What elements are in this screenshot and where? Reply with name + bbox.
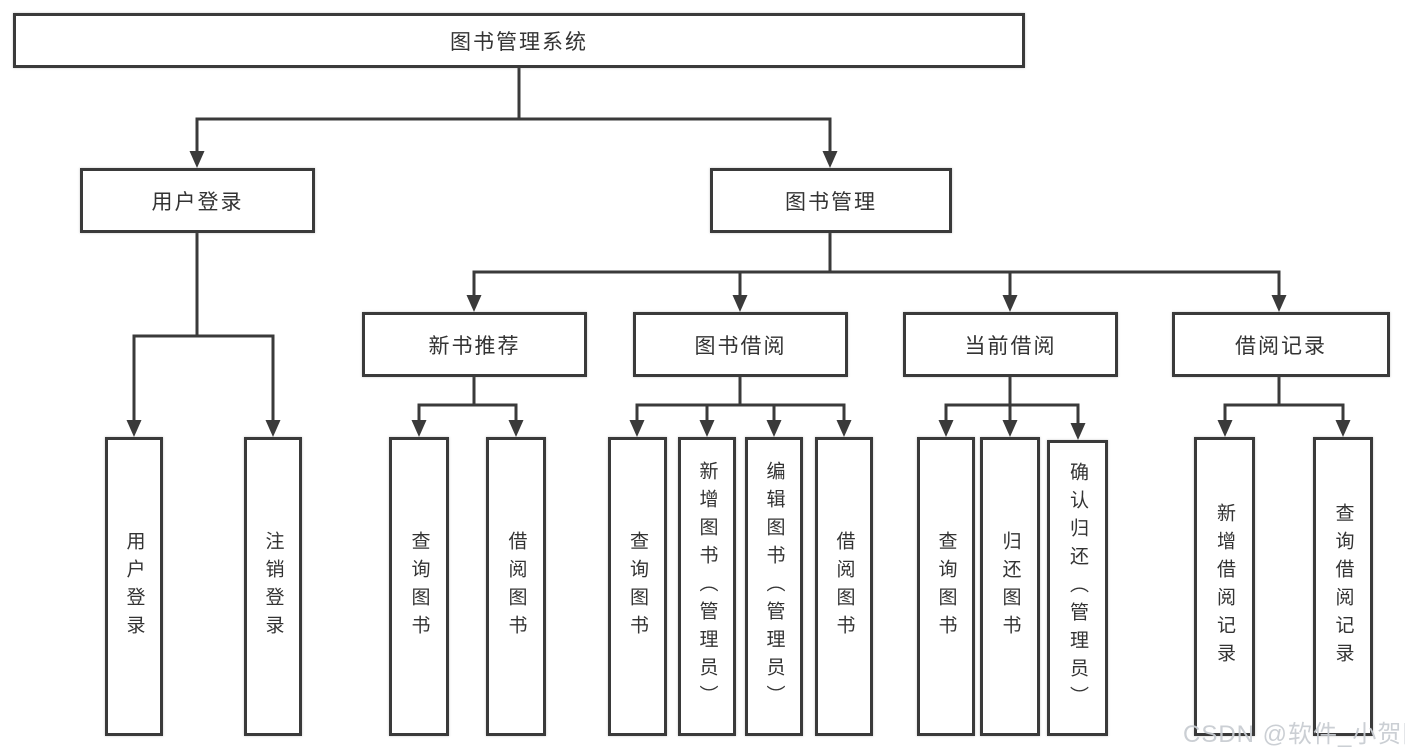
node-new-book-recommend: 新书推荐	[362, 312, 587, 377]
arrow-down-icon	[1335, 420, 1351, 437]
leaf-query-books-borrow: 查询图书	[608, 437, 667, 736]
connector-records-to-leaves	[1223, 375, 1345, 423]
node-label: 新书推荐	[428, 334, 521, 358]
leaf-add-borrow-record: 新增借阅记录	[1194, 437, 1255, 736]
connector-newbook-to-leaves	[417, 375, 518, 423]
node-label: 确认归还（管理员）	[1067, 462, 1088, 714]
node-label: 编辑图书（管理员）	[763, 460, 785, 713]
node-label: 用户登录	[123, 530, 145, 643]
node-current-borrow: 当前借阅	[903, 312, 1118, 377]
arrow-down-icon	[766, 420, 782, 437]
leaf-borrow-books-recommend: 借阅图书	[486, 437, 546, 736]
node-user-login: 用户登录	[80, 168, 315, 233]
leaf-borrow-books: 借阅图书	[815, 437, 873, 736]
node-label: 当前借阅	[964, 334, 1057, 358]
leaf-query-borrow-record: 查询借阅记录	[1313, 437, 1373, 736]
node-label: 借阅记录	[1235, 334, 1327, 358]
arrow-down-icon	[1070, 423, 1086, 440]
leaf-user-login: 用户登录	[105, 437, 163, 736]
node-label: 归还图书	[999, 530, 1021, 643]
node-label: 新增借阅记录	[1214, 502, 1235, 671]
connector-borrow-to-leaves	[635, 375, 846, 423]
arrow-down-icon	[836, 420, 852, 437]
node-label: 注销登录	[262, 530, 284, 643]
node-book-management: 图书管理	[710, 168, 952, 233]
arrow-down-icon	[508, 420, 524, 437]
leaf-query-books-recommend: 查询图书	[389, 437, 449, 736]
arrow-down-icon	[938, 420, 954, 437]
leaf-query-books-current: 查询图书	[917, 437, 975, 736]
arrow-down-icon	[126, 420, 142, 437]
arrow-down-icon	[189, 151, 205, 168]
node-library-management-system: 图书管理系统	[13, 13, 1025, 68]
node-label: 查询图书	[408, 530, 430, 643]
arrow-down-icon	[411, 420, 427, 437]
connector-bookmgmt-to-level3	[472, 231, 1281, 298]
node-label: 查询图书	[627, 530, 648, 643]
node-label: 新增图书（管理员）	[696, 460, 718, 713]
leaf-return-book: 归还图书	[980, 437, 1040, 736]
arrow-down-icon	[265, 420, 281, 437]
arrow-down-icon	[732, 295, 748, 312]
node-label: 用户登录	[151, 190, 244, 214]
connector-current-to-leaves	[944, 375, 1080, 426]
node-label: 图书借阅	[694, 334, 787, 358]
arrow-down-icon	[466, 295, 482, 312]
connector-userlogin-to-leaves	[132, 231, 275, 423]
node-label: 图书管理	[785, 190, 877, 214]
node-label: 查询图书	[935, 530, 957, 643]
leaf-edit-book-admin: 编辑图书（管理员）	[745, 437, 803, 736]
node-label: 查询借阅记录	[1332, 502, 1354, 671]
leaf-logout: 注销登录	[244, 437, 302, 736]
arrow-down-icon	[1271, 295, 1287, 312]
arrow-down-icon	[699, 420, 715, 437]
node-book-borrow: 图书借阅	[633, 312, 848, 377]
node-label: 图书管理系统	[450, 30, 588, 54]
node-borrow-records: 借阅记录	[1172, 312, 1390, 377]
arrow-down-icon	[1002, 420, 1018, 437]
leaf-confirm-return-admin: 确认归还（管理员）	[1047, 440, 1108, 736]
arrow-down-icon	[1002, 295, 1018, 312]
arrow-down-icon	[629, 420, 645, 437]
arrowheads	[126, 151, 1351, 440]
node-label: 借阅图书	[833, 530, 855, 643]
connector-root-to-level2	[195, 66, 832, 154]
leaf-add-book-admin: 新增图书（管理员）	[678, 437, 736, 736]
arrow-down-icon	[822, 151, 838, 168]
arrow-down-icon	[1217, 420, 1233, 437]
node-label: 借阅图书	[505, 530, 527, 643]
